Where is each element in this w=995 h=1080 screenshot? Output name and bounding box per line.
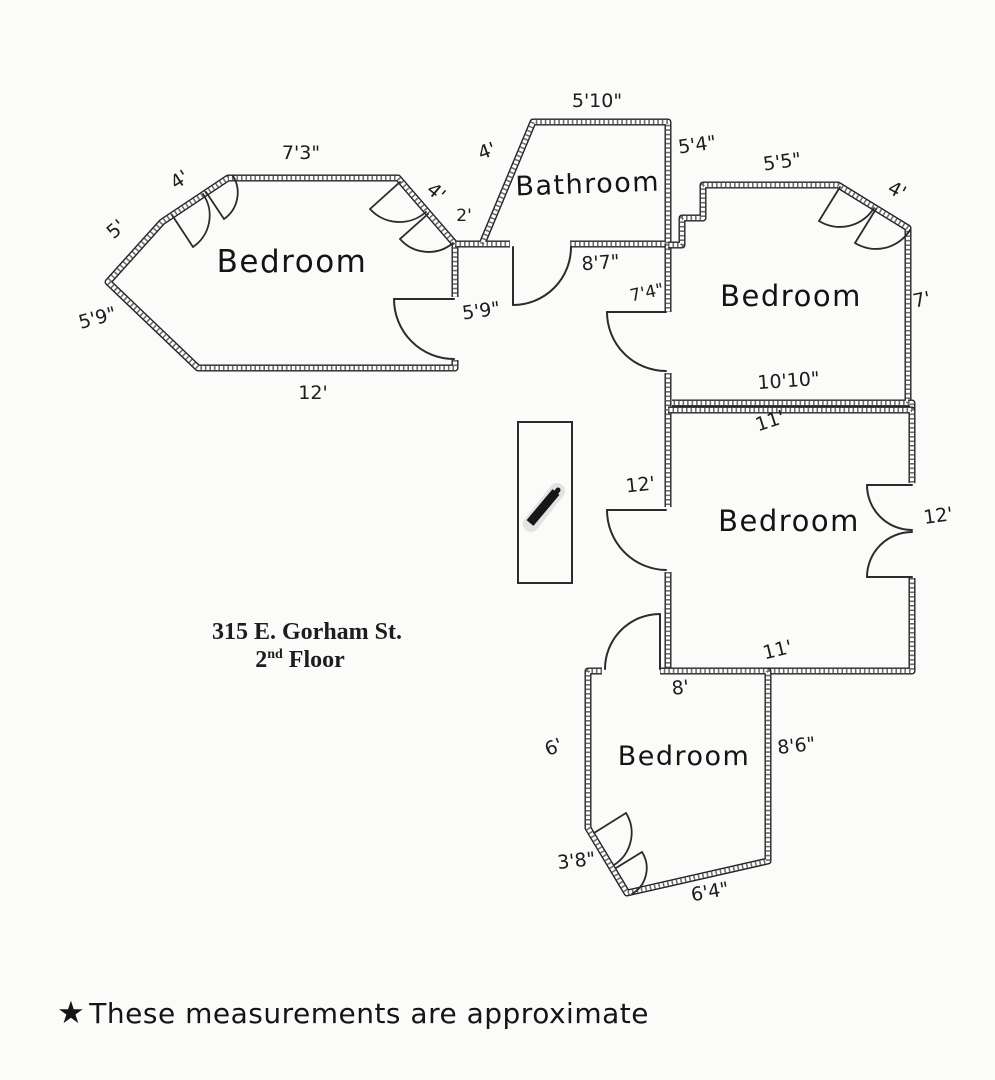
dim-bl-right: 5'9" — [461, 298, 502, 325]
dim-s-right: 8'6" — [776, 733, 816, 759]
wall-bedroom-south — [588, 671, 768, 893]
floor-ordinal: nd — [267, 647, 283, 662]
door-bathroom — [512, 246, 572, 306]
address-line2: 2nd Floor — [255, 647, 345, 673]
closet-doors-bedroom-northeast — [817, 186, 911, 250]
floor-number: 2 — [255, 647, 267, 673]
dim-bl-left-lower: 5'9" — [76, 303, 119, 334]
dim-e-bottom: 11' — [761, 636, 795, 664]
dim-bath-right: 5'4" — [677, 132, 718, 159]
dim-e-right: 12' — [922, 503, 954, 529]
closet-doors-bedroom-left-northwest — [171, 175, 239, 249]
dim-s-lower-left-diagonal: 3'8" — [556, 848, 596, 874]
dim-ne-right: 7' — [911, 288, 933, 313]
door-bedroom-northeast — [606, 311, 667, 372]
footnote-text: These measurements are approximate — [88, 997, 649, 1030]
closet-doors-bedroom-east — [866, 484, 913, 578]
dim-e-left: 12' — [625, 473, 657, 498]
dim-bl-upper-left-diagonal: 4' — [166, 166, 193, 194]
door-bedroom-south — [604, 613, 661, 670]
room-label-bedroom-northeast: Bedroom — [720, 279, 862, 313]
dim-hall-east-wall: 7'4" — [628, 280, 666, 307]
dim-ne-upper-right-diagonal: 4' — [884, 177, 910, 205]
room-label-bedroom-south: Bedroom — [618, 741, 751, 772]
stairwell-outline — [517, 421, 573, 584]
door-bedroom-east — [606, 509, 667, 571]
door-bedroom-left-entry — [393, 298, 455, 360]
dim-ne-bottom: 10'10" — [757, 368, 821, 394]
dim-bl-left-upper: 5' — [102, 215, 129, 243]
room-label-bedroom-east: Bedroom — [718, 504, 860, 538]
star-icon: ★ — [57, 995, 85, 1031]
dim-bl-upper-right-diagonal: 4' — [422, 178, 449, 206]
dim-s-bottom-diagonal: 6'4" — [689, 878, 730, 906]
dim-ne-top: 5'5" — [762, 149, 803, 176]
closet-doors-bedroom-left-northeast — [368, 181, 454, 253]
address-line1: 315 E. Gorham St. — [212, 619, 402, 645]
dim-hall-top-wall: 8'7" — [581, 251, 621, 276]
dim-bath-entry-segment: 2' — [456, 206, 472, 226]
wall-bedroom-east — [668, 410, 912, 671]
dim-s-left: 6' — [542, 734, 566, 761]
dim-s-top: 8' — [671, 676, 691, 700]
dim-bl-top: 7'3" — [282, 142, 320, 164]
closet-doors-bedroom-south — [593, 811, 648, 895]
floor-word: Floor — [289, 647, 345, 673]
footnote: ★These measurements are approximate — [57, 995, 649, 1031]
dim-bath-left-diagonal: 4' — [475, 138, 499, 165]
stairs-marker-scribble — [523, 483, 565, 532]
dim-bl-bottom: 12' — [298, 382, 327, 404]
room-label-bathroom: Bathroom — [515, 166, 661, 202]
dim-bath-top: 5'10" — [572, 90, 622, 112]
room-label-bedroom-left: Bedroom — [217, 244, 368, 280]
